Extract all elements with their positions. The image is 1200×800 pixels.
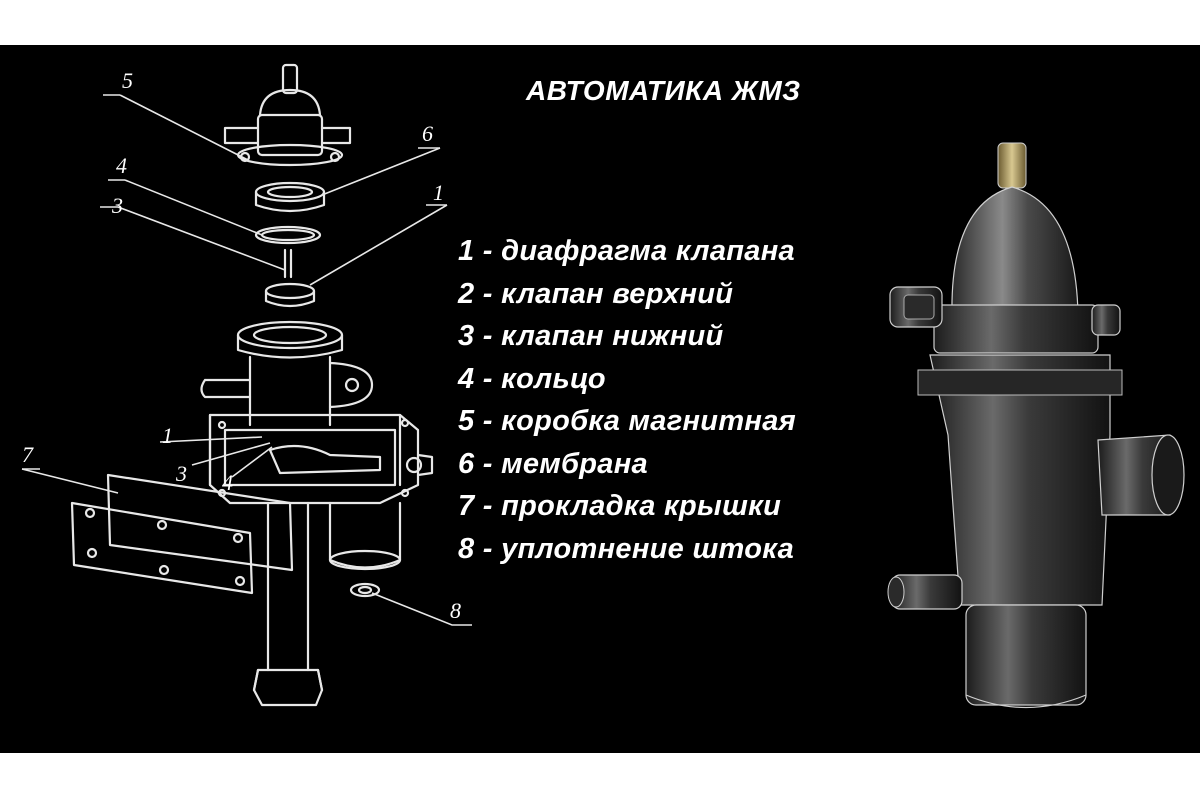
valve-stem-drawing xyxy=(283,248,293,279)
legend-item-6: 6 - мембрана xyxy=(458,447,648,480)
magnetic-box-drawing xyxy=(223,63,352,167)
callout-1: 1 xyxy=(433,180,444,205)
valve-body-drawing xyxy=(208,413,434,505)
ring-drawing xyxy=(254,225,322,245)
leader-lines xyxy=(21,94,472,626)
legend-item-2: 2 - клапан верхний xyxy=(458,277,734,310)
legend-item-1: 1 - диафрагма клапана xyxy=(458,235,795,267)
cover-gasket-drawing xyxy=(70,473,294,595)
callout-4-body: 4 xyxy=(222,470,233,495)
callout-3-body: 3 xyxy=(175,461,187,486)
callout-3: 3 xyxy=(111,193,123,218)
legend-item-7: 7 - прокладка крышки xyxy=(458,490,782,522)
diagram-title: АВТОМАТИКА ЖМЗ xyxy=(526,75,801,106)
lower-cylinder-drawing xyxy=(328,501,402,571)
callout-5: 5 xyxy=(122,68,133,93)
parts-legend: 1 - диафрагма клапана 2 - клапан верхний… xyxy=(458,230,796,570)
stem-seal-drawing xyxy=(349,582,381,598)
legend-item-3: 3 - клапан нижний xyxy=(458,320,724,352)
callout-1-body: 1 xyxy=(162,423,173,448)
legend-item-8: 8 - уплотнение штока xyxy=(458,532,795,565)
vertical-pipe-drawing xyxy=(252,501,324,707)
exploded-view-drawing: 5 6 4 3 1 1 3 4 7 8 xyxy=(21,63,472,707)
callout-8: 8 xyxy=(450,598,461,623)
callout-7: 7 xyxy=(22,442,34,467)
membrane-drawing xyxy=(254,181,326,213)
valve-diaphragm-drawing xyxy=(264,282,316,308)
callout-4: 4 xyxy=(116,153,127,178)
callout-6: 6 xyxy=(422,121,433,146)
valve-photo xyxy=(887,142,1185,709)
diagram-panel: 5 6 4 3 1 1 3 4 7 8 АВТОМАТИКА ЖМЗ 1 - д… xyxy=(0,45,1200,753)
upper-housing-drawing xyxy=(200,320,374,427)
legend-item-5: 5 - коробка магнитная xyxy=(458,405,797,437)
legend-item-4: 4 - кольцо xyxy=(458,362,606,395)
